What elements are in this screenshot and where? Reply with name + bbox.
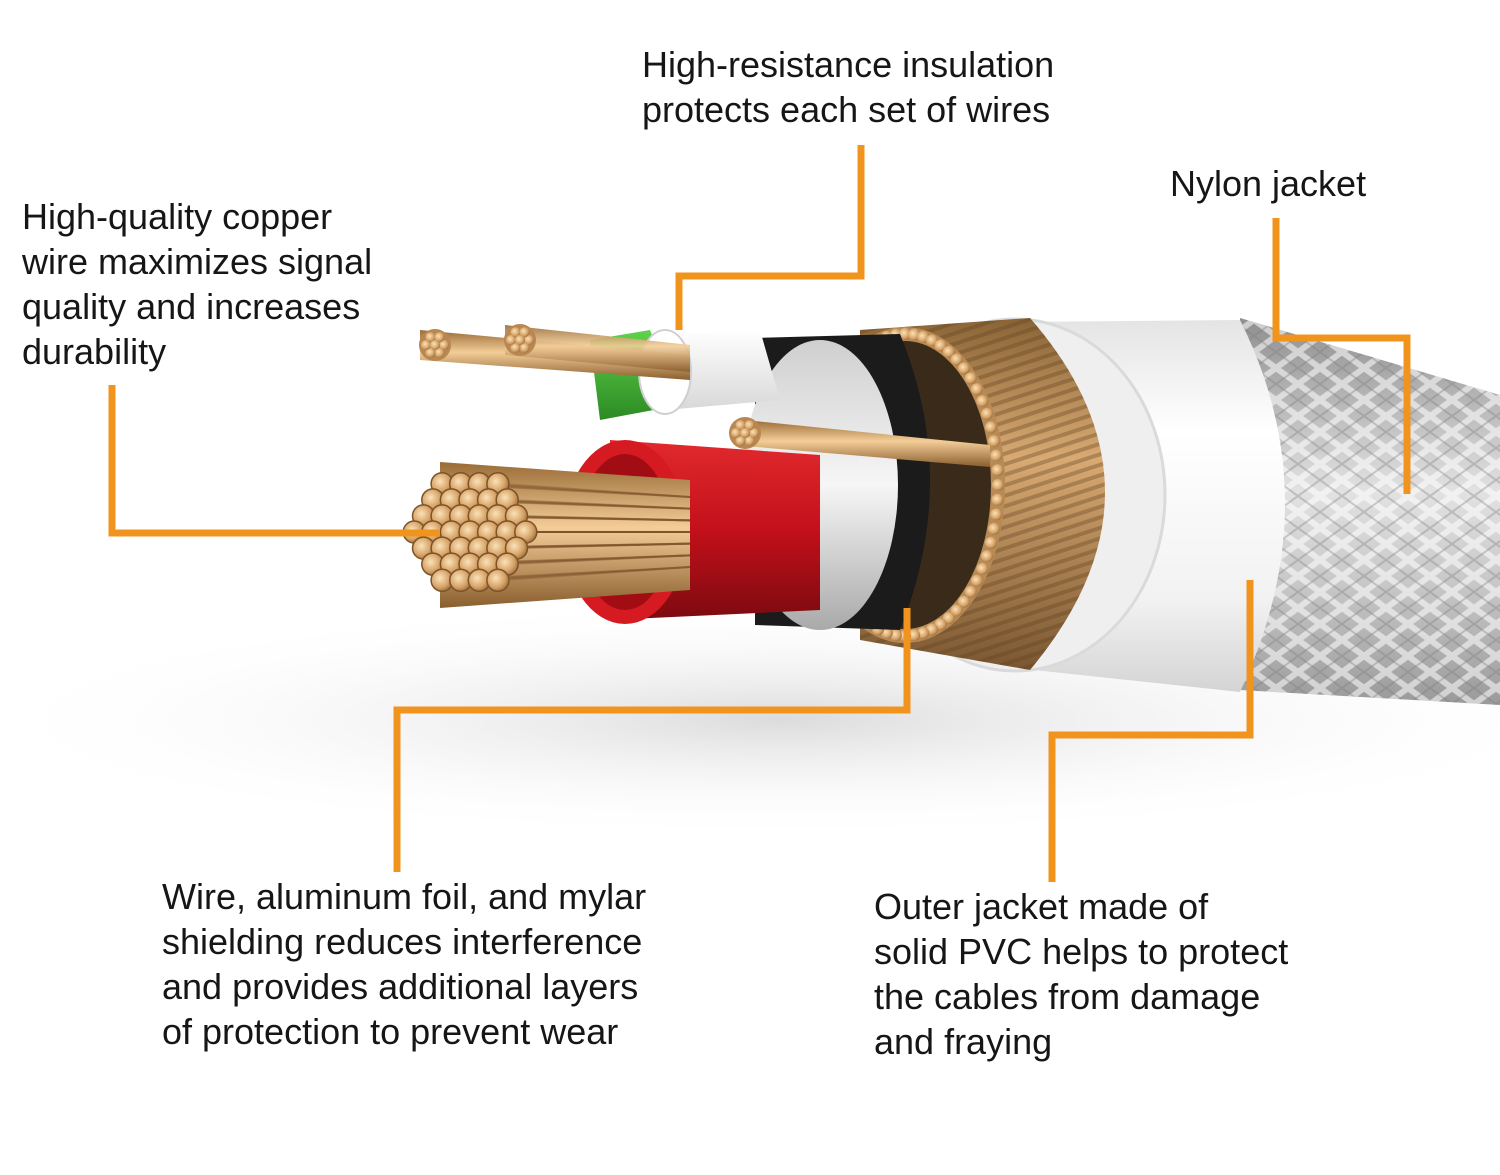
braid-strand-end — [987, 522, 1000, 535]
bundle-strand-line — [479, 482, 691, 498]
callout-shielding-line-2: shielding reduces interference — [162, 921, 643, 962]
drain-strand-end — [744, 420, 755, 431]
pair-strand-end — [519, 327, 530, 338]
braid-strand-end — [957, 362, 970, 375]
bundle-strand-line — [488, 498, 691, 510]
braid-strand-end — [990, 508, 1003, 521]
callout-outer-line-4: and fraying — [874, 1021, 1053, 1062]
bundle-strand-line — [479, 566, 691, 582]
pair-strand-end — [425, 332, 436, 343]
braid-strand-end — [957, 595, 970, 608]
braid-strand-end — [889, 629, 902, 642]
braid-strand-end — [942, 345, 955, 358]
connector-shielding — [393, 608, 911, 872]
braid-strand-end — [970, 574, 983, 587]
bundle-strand-line — [507, 554, 691, 566]
callout-shielding-line-4: of protection to prevent wear — [162, 1011, 619, 1052]
bundle-strand-line — [497, 514, 691, 522]
drain-strand-end — [740, 428, 750, 438]
braid-strand-end — [917, 627, 930, 640]
callout-outer-line-3: the cables from damage — [874, 976, 1261, 1017]
pair-strand-end — [524, 335, 534, 345]
drain-strand-end — [731, 428, 741, 438]
braid-strand-end — [970, 383, 983, 396]
pair-strand-end — [434, 347, 445, 358]
callout-connectors — [108, 145, 1411, 882]
connector-copper — [108, 385, 440, 537]
pair-strand-end — [439, 340, 449, 350]
braid-strand-end — [908, 328, 921, 341]
pair-strand-end — [510, 342, 521, 353]
callout-shielding-line-3: and provides additional layers — [162, 966, 639, 1007]
bundle-strand-line — [497, 566, 691, 582]
insulated-wire-pair — [419, 324, 780, 420]
braid-strand-end — [950, 353, 963, 366]
callout-insulation-line-1: High-resistance insulation — [642, 44, 1055, 85]
bundle-strand-line — [516, 514, 691, 522]
callout-copper-line-3: quality and increases — [22, 286, 361, 327]
bundle-strand-end — [486, 568, 510, 593]
pair-strand-end — [430, 340, 440, 350]
connector-outer — [1048, 580, 1254, 882]
braid-strand-end — [942, 612, 955, 625]
callout-nylon-line-1: Nylon jacket — [1170, 163, 1367, 204]
braid-strand-end — [991, 493, 1004, 506]
pair-strand-end — [510, 327, 521, 338]
bundle-strand-line — [488, 554, 691, 566]
braid-strand-end — [976, 395, 989, 408]
callout-shielding: Wire, aluminum foil, and mylar shielding… — [162, 874, 646, 1054]
braid-strand-end — [908, 629, 921, 642]
bundle-strand-line — [497, 542, 691, 550]
drain-wire — [729, 417, 990, 467]
braid-strand-end — [984, 421, 997, 434]
callout-outer-jacket: Outer jacket made of solid PVC helps to … — [874, 884, 1288, 1064]
braid-strand-end — [991, 464, 1004, 477]
callout-insulation: High-resistance insulation protects each… — [642, 42, 1054, 132]
copper-conductor-bundle — [402, 462, 691, 608]
bundle-strand-line — [516, 542, 691, 550]
pair-strand-end — [519, 342, 530, 353]
braid-strand-end — [987, 435, 1000, 448]
drain-strand-end — [749, 428, 759, 438]
drain-strand-end — [744, 435, 755, 446]
bundle-strand-line — [497, 482, 691, 498]
callout-copper-wire: High-quality copper wire maximizes signa… — [22, 194, 372, 374]
callout-insulation-line-2: protects each set of wires — [642, 89, 1051, 130]
callout-copper-line-1: High-quality copper — [22, 196, 333, 237]
callout-outer-line-1: Outer jacket made of — [874, 886, 1209, 927]
drain-strand-end — [735, 420, 746, 431]
callout-shielding-line-1: Wire, aluminum foil, and mylar — [162, 876, 647, 917]
braid-strand-end — [981, 550, 994, 563]
pair-strand-end — [515, 335, 525, 345]
braid-strand-end — [950, 604, 963, 617]
braid-strand-end — [899, 328, 911, 340]
callout-copper-line-4: durability — [22, 331, 167, 372]
braid-strand-end — [990, 449, 1003, 462]
braid-strand-end — [976, 562, 989, 575]
callout-nylon-jacket: Nylon jacket — [1170, 161, 1366, 206]
callout-copper-line-2: wire maximizes signal — [22, 241, 373, 282]
braid-strand-end — [984, 536, 997, 549]
bundle-strand-line — [507, 498, 691, 510]
pair-strand-end — [421, 340, 431, 350]
braid-strand-end — [964, 372, 977, 385]
pair-strand-end — [425, 347, 436, 358]
nylon-braid-jacket — [1240, 318, 1500, 705]
connector-insulation — [675, 145, 865, 330]
braid-strand-end — [992, 479, 1004, 491]
callout-outer-line-2: solid PVC helps to protect — [874, 931, 1289, 972]
connector-nylon — [1272, 218, 1411, 494]
pair-strand-end — [506, 335, 516, 345]
braid-strand-end — [934, 339, 947, 352]
pair-strand-end — [434, 332, 445, 343]
braid-strand-end — [981, 407, 994, 420]
braid-strand-end — [964, 585, 977, 598]
drain-strand-end — [735, 435, 746, 446]
